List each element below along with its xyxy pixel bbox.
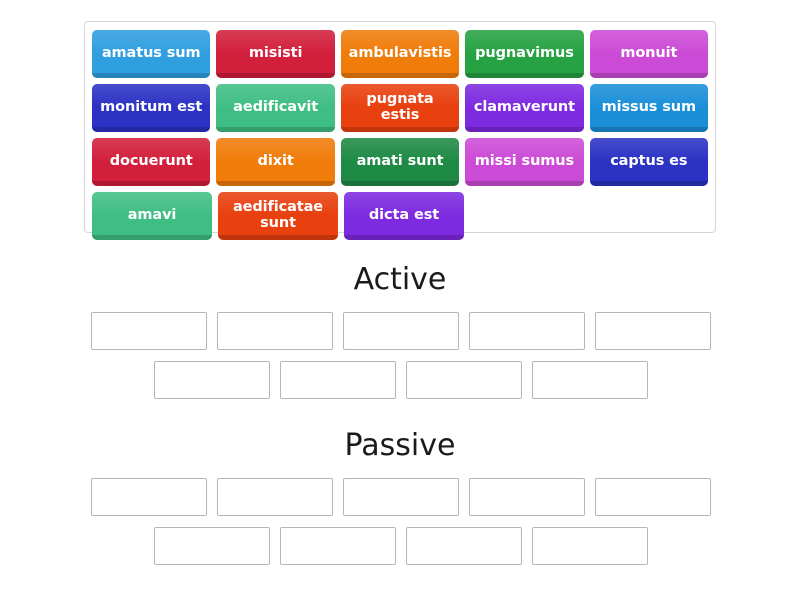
drop-slot[interactable]	[532, 361, 648, 399]
drop-slot[interactable]	[154, 361, 270, 399]
word-tile-label: pugnavimus	[475, 45, 574, 62]
word-tile[interactable]: captus es	[589, 138, 709, 186]
drop-slot[interactable]	[280, 527, 396, 565]
drop-slot[interactable]	[91, 478, 207, 516]
passive-dropzone-row-2	[154, 527, 648, 565]
group-title-active: Active	[353, 262, 447, 297]
word-tile-label: aedificatae sunt	[232, 199, 324, 231]
word-tile[interactable]: dixit	[216, 138, 335, 186]
group-title-passive: Passive	[344, 428, 456, 463]
drop-slot[interactable]	[406, 527, 522, 565]
drop-slot[interactable]	[154, 527, 270, 565]
word-bank-row: monitum est aedificavit pugnata estis cl…	[92, 84, 709, 132]
word-tile[interactable]: dicta est	[344, 192, 464, 240]
word-tile-label: dixit	[257, 153, 294, 170]
word-tile[interactable]: missus sum	[589, 84, 709, 132]
word-tile-label: clamaverunt	[473, 99, 575, 116]
word-tile-label: amati sunt	[356, 153, 444, 170]
drop-slot[interactable]	[91, 312, 207, 350]
drop-slot[interactable]	[469, 312, 585, 350]
drop-slot[interactable]	[595, 312, 711, 350]
word-tile-label: ambulavistis	[348, 45, 452, 62]
word-tile-label: monitum est	[100, 99, 203, 116]
word-tile-label: amatus sum	[101, 45, 201, 62]
word-tile-label: missus sum	[601, 99, 697, 116]
word-bank-row: amatus sum misisti ambulavistis pugnavim…	[92, 30, 709, 78]
word-tile[interactable]: aedificavit	[216, 84, 335, 132]
word-tile[interactable]: amavi	[92, 192, 212, 240]
word-tile-label: monuit	[620, 45, 678, 62]
word-bank-row: docuerunt dixit amati sunt missi sumus c…	[92, 138, 709, 186]
word-tile[interactable]: pugnata estis	[340, 84, 460, 132]
drop-slot[interactable]	[217, 478, 333, 516]
passive-dropzone-row-1	[91, 478, 711, 516]
word-tile[interactable]: monuit	[589, 30, 709, 78]
word-tile-label: missi sumus	[474, 153, 575, 170]
word-tile-label: aedificavit	[233, 99, 319, 116]
word-tile-label: docuerunt	[109, 153, 193, 170]
word-tile[interactable]: pugnavimus	[465, 30, 584, 78]
word-tile[interactable]: clamaverunt	[465, 84, 584, 132]
word-bank-container: amatus sum misisti ambulavistis pugnavim…	[84, 21, 716, 240]
word-tile[interactable]: missi sumus	[465, 138, 584, 186]
word-tile-label: dicta est	[368, 207, 440, 224]
active-dropzone-row-2	[154, 361, 648, 399]
word-tile[interactable]: ambulavistis	[340, 30, 460, 78]
drop-slot[interactable]	[532, 527, 648, 565]
word-tile-label: misisti	[248, 45, 303, 62]
word-bank-row: amavi aedificatae sunt dicta est	[92, 192, 708, 240]
drop-slot[interactable]	[343, 312, 459, 350]
drop-slot[interactable]	[280, 361, 396, 399]
word-tile[interactable]: docuerunt	[92, 138, 211, 186]
word-tile[interactable]: misisti	[216, 30, 335, 78]
word-tile[interactable]: amatus sum	[92, 30, 211, 78]
word-tile-label: amavi	[127, 207, 177, 224]
drop-slot[interactable]	[406, 361, 522, 399]
drop-slot[interactable]	[217, 312, 333, 350]
word-tile[interactable]: monitum est	[92, 84, 211, 132]
word-tile[interactable]: amati sunt	[340, 138, 460, 186]
drop-slot[interactable]	[469, 478, 585, 516]
drop-slot[interactable]	[595, 478, 711, 516]
word-tile-label: pugnata estis	[366, 91, 434, 123]
word-tile-label: captus es	[610, 153, 688, 170]
active-dropzone-row-1	[91, 312, 711, 350]
word-tile[interactable]: aedificatae sunt	[218, 192, 338, 240]
drop-slot[interactable]	[343, 478, 459, 516]
